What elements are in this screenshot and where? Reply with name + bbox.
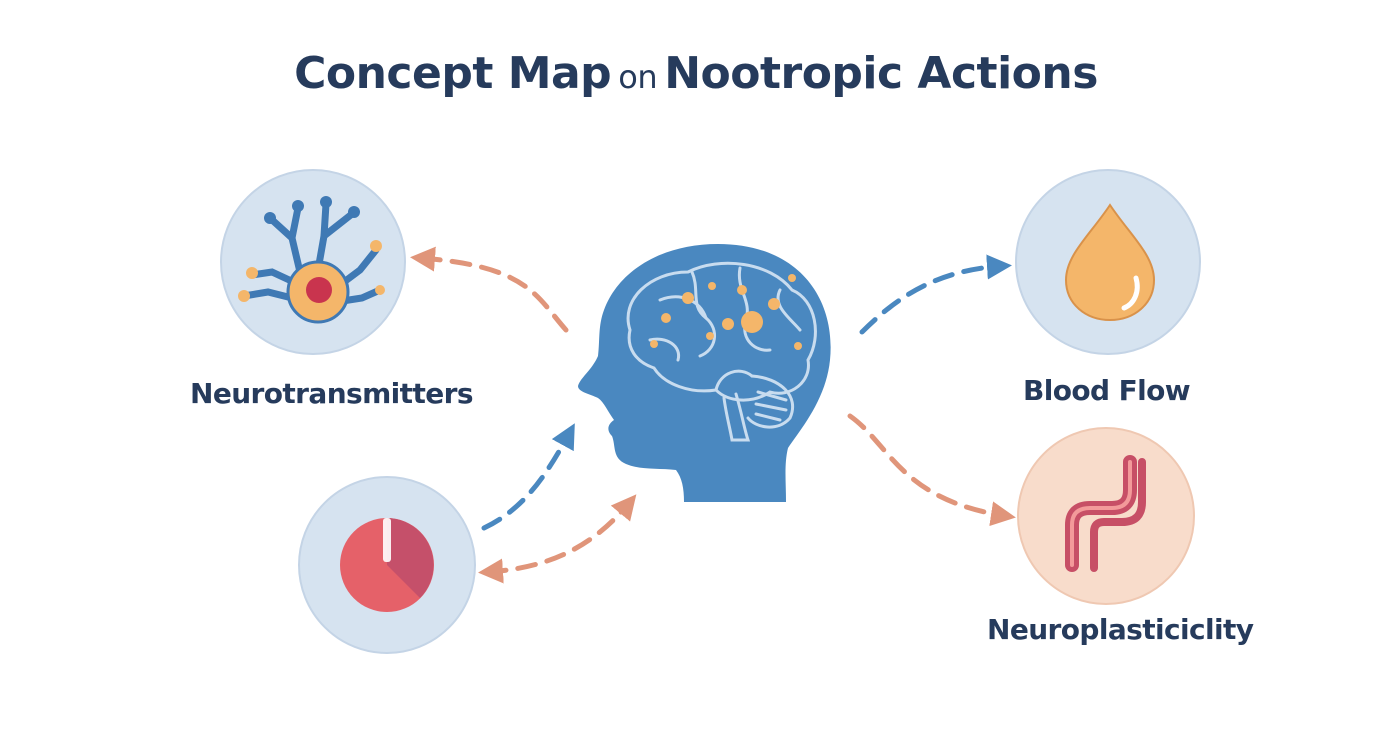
droplet-icon bbox=[1064, 203, 1156, 322]
center-head bbox=[578, 244, 831, 502]
title-part-2: on bbox=[618, 58, 658, 96]
gauge-icon bbox=[340, 518, 434, 612]
title-part-3: Nootropic Actions bbox=[664, 48, 1098, 99]
blood-flow-node bbox=[1015, 169, 1201, 355]
title-part-1: Concept Map bbox=[294, 48, 612, 99]
label-blood-flow: Blood Flow bbox=[1023, 374, 1191, 407]
label-neuroplasticity: Neuroplasticiclity bbox=[987, 613, 1254, 646]
brain-head-icon bbox=[578, 244, 831, 502]
arrow-to-blood-flow bbox=[859, 254, 1012, 335]
label-neurotransmitters: Neurotransmitters bbox=[190, 377, 474, 410]
arrow-gauge-bidirectional bbox=[478, 494, 637, 584]
neuron-icon bbox=[238, 196, 385, 324]
gauge-node bbox=[298, 476, 476, 654]
neuroplasticity-node bbox=[1017, 427, 1195, 605]
page-title: Concept Map on Nootropic Actions bbox=[0, 48, 1392, 99]
arrow-to-neuroplasticity bbox=[847, 413, 1016, 527]
arrow-from-gauge bbox=[481, 423, 575, 531]
pathway-icon bbox=[1065, 455, 1146, 572]
neurotransmitters-node bbox=[220, 169, 406, 355]
arrow-to-neurotransmitters bbox=[410, 246, 569, 333]
